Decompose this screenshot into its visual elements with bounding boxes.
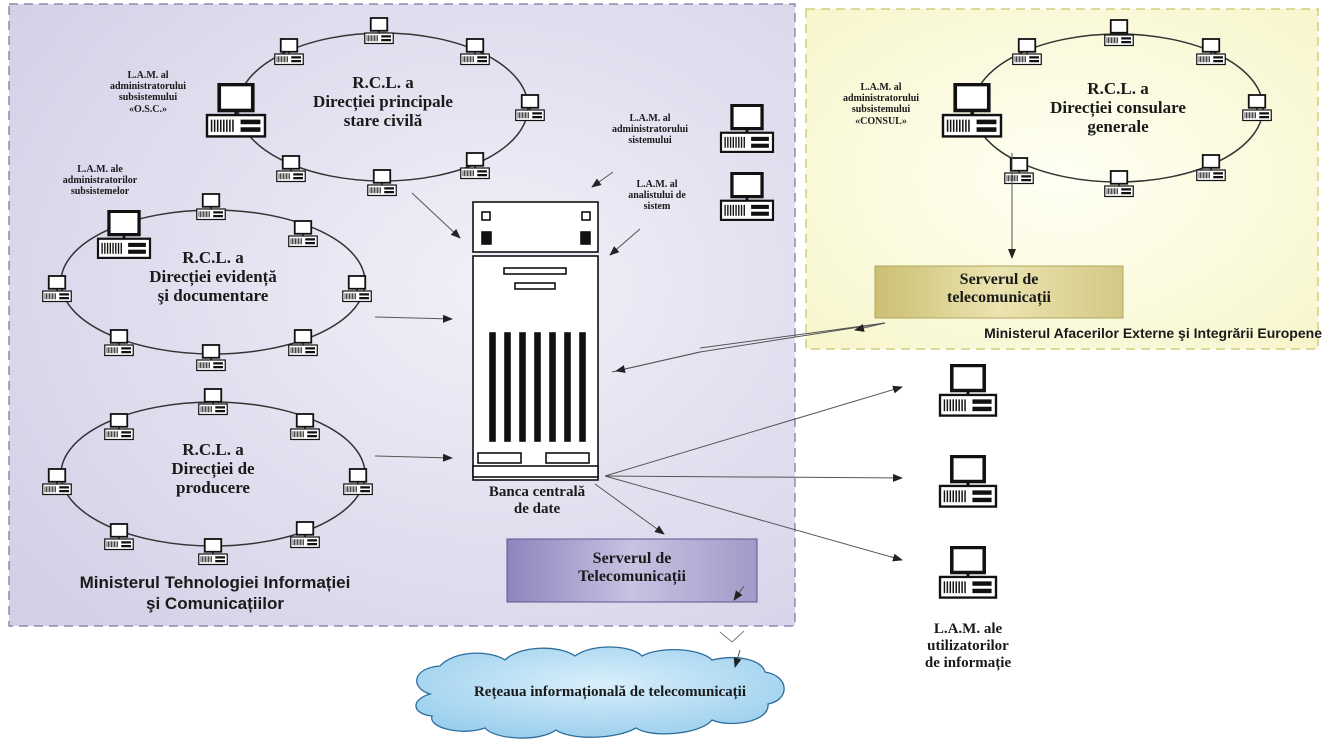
maeie-region-label: Ministerul Afacerilor Externe şi Integră… (842, 325, 1322, 342)
central-bank-line-2: de date (513, 500, 561, 517)
telecom-maeie-line-2: telecomunicații (947, 288, 1051, 306)
telecom-mtic-label: Serverul de Telecomunicații (507, 550, 757, 586)
ring-evidenta-line-1: R.C.L. a (182, 248, 244, 267)
admin-subsystems-line-1: L.A.M. ale (77, 164, 123, 175)
ring-evidenta-line-3: şi documentare (157, 286, 269, 306)
ring-producere-label: R.C.L. a Direcției de producere (113, 440, 313, 497)
admin-subsystems-line-2: administratorilor (62, 175, 138, 187)
user-workstation-3 (940, 547, 996, 597)
admin-consul-label: L.A.M. al administratorului subsistemulu… (822, 82, 940, 127)
admin-system-label: L.A.M. al administratorului sistemului (595, 113, 705, 147)
ring-producere-line-2: Direcției de (171, 459, 255, 479)
users-line-3: de informație (924, 654, 1012, 671)
telecom-server-maeie-box (874, 265, 1124, 319)
analyst-line-2: analistului de (628, 190, 686, 202)
admin-consul-line-1: L.A.M. al (860, 82, 902, 93)
central-bank-line-1: Banca centrală (488, 484, 586, 500)
admin-subsystems-label: L.A.M. ale administratorilor subsistemel… (40, 164, 160, 198)
ring-evidenta-label: R.C.L. a Direcției evidență şi documenta… (113, 248, 313, 305)
analyst-line-3: sistem (643, 201, 671, 213)
cloud-label: Rețeaua informațională de telecomunicați… (430, 684, 790, 701)
telecom-maeie-label: Serverul de telecomunicații (875, 271, 1123, 307)
users-line-1: L.A.M. ale (933, 621, 1003, 637)
admin-consul-line-4: «CONSUL» (855, 115, 907, 127)
telecom-server-mtic-box (506, 538, 758, 603)
analyst-label: L.A.M. al analistului de sistem (612, 179, 702, 213)
users-label: L.A.M. ale utilizatorilor de informație (888, 621, 1048, 671)
telecom-mtic-line-2: Telecomunicații (578, 567, 686, 585)
admin-subsystems-line-3: subsistemelor (70, 186, 130, 198)
central-bank-label: Banca centrală de date (452, 484, 622, 518)
admin-osc-line-1: L.A.M. al (127, 70, 169, 81)
user-workstation-2 (940, 456, 996, 506)
ring-osc-label: R.C.L. a Direcției principale stare civi… (283, 73, 483, 130)
maeie-region-text: Ministerul Afacerilor Externe şi Integră… (984, 325, 1322, 341)
ring-consulare-line-1: R.C.L. a (1087, 79, 1149, 98)
ring-evidenta-line-2: Direcției evidență (149, 267, 277, 287)
admin-consul-line-3: subsistemului (851, 104, 911, 116)
ring-producere-line-1: R.C.L. a (182, 440, 244, 459)
mtic-region-line-2: şi Comunicațiilor (146, 594, 284, 614)
user-workstation-1 (940, 365, 996, 415)
telecom-mtic-line-1: Serverul de (592, 550, 672, 567)
ring-osc-line-1: R.C.L. a (352, 73, 414, 92)
ring-osc-line-3: stare civilă (343, 111, 423, 131)
mtic-region-label: Ministerul Tehnologiei Informației şi Co… (30, 572, 400, 615)
cloud-text: Rețeaua informațională de telecomunicați… (473, 684, 747, 700)
ring-consulare-line-2: Direcției consulare (1050, 98, 1186, 118)
admin-osc-line-2: administratorului (109, 81, 187, 93)
connectors (374, 153, 1016, 668)
mtic-region (8, 3, 796, 627)
admin-osc-line-3: subsistemului (118, 92, 178, 104)
ring-consulare-line-3: generale (1087, 117, 1149, 137)
admin-osc-label: L.A.M. al administratorului subsistemulu… (88, 70, 208, 115)
admin-system-line-1: L.A.M. al (629, 113, 671, 124)
admin-system-line-2: administratorului (611, 124, 689, 136)
admin-osc-line-4: «O.S.C.» (128, 103, 168, 115)
ring-osc-line-2: Direcției principale (313, 92, 453, 112)
admin-system-line-3: sistemului (628, 135, 672, 147)
ring-producere-line-3: producere (176, 478, 250, 498)
ring-consulare-label: R.C.L. a Direcției consulare generale (1018, 79, 1218, 136)
users-line-2: utilizatorilor (927, 637, 1009, 654)
network-cloud (415, 646, 785, 739)
analyst-line-1: L.A.M. al (636, 179, 678, 190)
telecom-maeie-line-1: Serverul de (959, 271, 1039, 288)
admin-consul-line-2: administratorului (842, 93, 920, 105)
mtic-region-line-1: Ministerul Tehnologiei Informației (79, 573, 351, 592)
central-data-bank (472, 201, 599, 481)
